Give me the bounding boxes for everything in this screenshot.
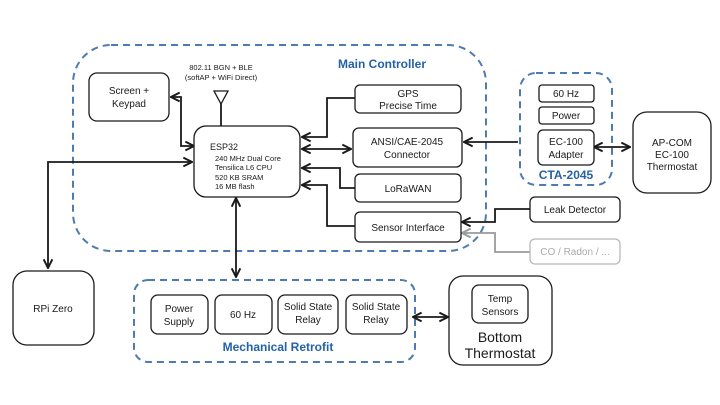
temp-sensors-line1: Temp bbox=[488, 294, 513, 305]
ssr1-block: Solid State Relay bbox=[277, 294, 339, 335]
screen-keypad-line2: Keypad bbox=[112, 99, 146, 110]
power-supply-line2: Supply bbox=[164, 317, 195, 328]
antenna-label: 802.11 BGN + BLE (softAP + WiFi Direct) bbox=[185, 63, 258, 82]
main-controller-title: Main Controller bbox=[338, 57, 426, 71]
esp32-block: ESP32 240 MHz Dual Core Tensilica L6 CPU… bbox=[193, 125, 301, 198]
wire-gps-esp32 bbox=[302, 97, 355, 137]
co-radon-label: CO / Radon / ... bbox=[540, 247, 609, 258]
wire-leak-sensor bbox=[462, 208, 530, 222]
bottom-thermostat-line2: Thermostat bbox=[465, 345, 536, 361]
ec100-adapter-line1: EC-100 bbox=[549, 137, 583, 148]
rpi-zero-block: RPi Zero bbox=[12, 270, 95, 346]
gps-line1: GPS bbox=[397, 89, 418, 100]
power-supply-line1: Power bbox=[165, 304, 194, 315]
cta2045-border bbox=[519, 72, 613, 186]
temp-sensors-line2: Sensors bbox=[482, 307, 519, 318]
lorawan-label: LoRaWAN bbox=[385, 184, 432, 195]
main-controller-group: Main Controller bbox=[72, 44, 487, 252]
antenna-label-line2: (softAP + WiFi Direct) bbox=[185, 73, 258, 82]
apcom-thermostat-block: AP-COM EC-100 Thermostat bbox=[632, 111, 712, 194]
screen-keypad-line1: Screen + bbox=[109, 86, 149, 97]
mech-60hz-block: 60 Hz bbox=[214, 294, 273, 335]
wire-lora-esp32 bbox=[302, 168, 355, 189]
apcom-line2: EC-100 bbox=[655, 150, 689, 161]
ansi-connector-block: ANSI/CAE-2045 Connector bbox=[352, 127, 463, 168]
leak-detector-label: Leak Detector bbox=[544, 205, 607, 216]
cta-60hz-label: 60 Hz bbox=[553, 89, 579, 100]
rpi-zero-label: RPi Zero bbox=[33, 304, 73, 315]
wire-screen-esp32 bbox=[171, 97, 194, 146]
cta2045-title: CTA-2045 bbox=[539, 168, 594, 182]
mechanical-retrofit-title: Mechanical Retrofit bbox=[223, 340, 334, 354]
wire-rpi-esp32 bbox=[48, 162, 192, 268]
connections bbox=[48, 90, 630, 317]
ansi-connector-line2: Connector bbox=[384, 150, 431, 161]
ansi-connector-line1: ANSI/CAE-2045 bbox=[371, 137, 444, 148]
cta2045-group: CTA-2045 bbox=[519, 72, 613, 186]
ssr1-line2: Relay bbox=[295, 315, 321, 326]
antenna-label-line1: 802.11 BGN + BLE bbox=[189, 63, 252, 72]
screen-keypad-block: Screen + Keypad bbox=[88, 72, 170, 122]
esp32-spec-sram: 520 KB SRAM bbox=[215, 173, 263, 182]
gps-line2: Precise Time bbox=[379, 101, 437, 112]
leak-detector-block: Leak Detector bbox=[529, 196, 621, 223]
ssr2-line1: Solid State bbox=[352, 302, 401, 313]
temp-sensors-block bbox=[471, 284, 529, 324]
esp32-spec-cpu: Tensilica L6 CPU bbox=[215, 163, 272, 172]
mech-60hz-label: 60 Hz bbox=[230, 310, 256, 321]
sensor-interface-block: Sensor Interface bbox=[354, 211, 462, 243]
cta-power-label: Power bbox=[552, 111, 581, 122]
esp32-spec-cpu-speed: 240 MHz Dual Core bbox=[215, 154, 281, 163]
antenna-icon bbox=[212, 90, 230, 106]
ec100-adapter-block: EC-100 Adapter bbox=[537, 129, 595, 166]
gps-block: GPS Precise Time bbox=[354, 84, 462, 114]
wire-co-sensor bbox=[462, 233, 530, 253]
co-radon-block: CO / Radon / ... bbox=[529, 238, 621, 265]
main-controller-border bbox=[72, 44, 487, 252]
ssr2-line2: Relay bbox=[363, 315, 389, 326]
bottom-thermostat-block: Temp Sensors Bottom Thermostat bbox=[448, 275, 553, 366]
bottom-thermostat-line1: Bottom bbox=[478, 329, 522, 345]
apcom-line1: AP-COM bbox=[652, 138, 692, 149]
esp32-spec-flash: 16 MB flash bbox=[215, 182, 255, 191]
ssr2-block: Solid State Relay bbox=[345, 294, 408, 335]
apcom-line3: Thermostat bbox=[647, 162, 698, 173]
sensor-interface-label: Sensor Interface bbox=[371, 223, 445, 234]
ssr1-line1: Solid State bbox=[284, 302, 333, 313]
esp32-title: ESP32 bbox=[210, 142, 238, 152]
cta-power-block: Power bbox=[538, 106, 595, 125]
ec100-adapter-line2: Adapter bbox=[548, 150, 584, 161]
wire-sensor-esp32 bbox=[302, 185, 355, 227]
lorawan-block: LoRaWAN bbox=[354, 173, 462, 203]
power-supply-block: Power Supply bbox=[150, 294, 209, 335]
cta-60hz-block: 60 Hz bbox=[538, 84, 595, 103]
